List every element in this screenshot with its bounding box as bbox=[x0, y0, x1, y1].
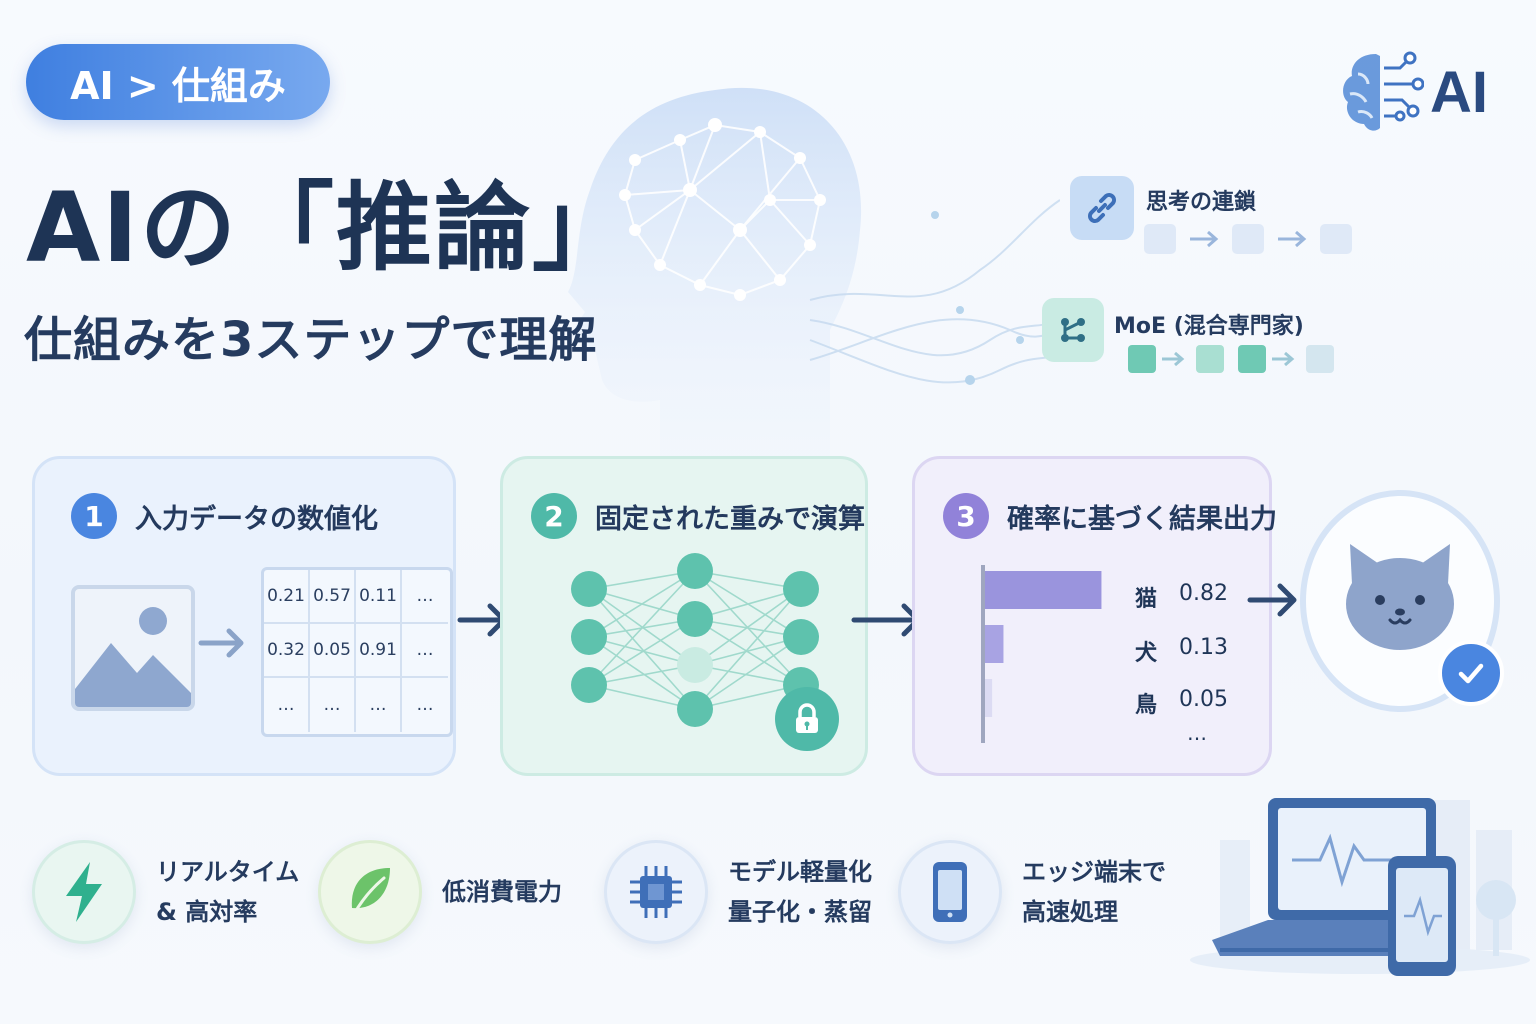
logo-text: AI bbox=[1430, 59, 1488, 125]
matrix-row: 0.32 0.05 0.91 … bbox=[264, 624, 450, 678]
technique-label: 思考の連鎖 bbox=[1146, 190, 1257, 215]
arrow-right-icon bbox=[1247, 583, 1297, 617]
matrix-cell: … bbox=[416, 695, 434, 715]
feature-model-compression: モデル軽量化 量子化・蒸留 bbox=[604, 840, 872, 944]
lightning-icon bbox=[32, 840, 136, 944]
matrix-cell: … bbox=[356, 678, 402, 732]
category-label: 鳥 bbox=[1135, 693, 1158, 718]
prob-row-bird: 鳥 0.05 bbox=[1135, 687, 1228, 719]
feature-line: 低消費電力 bbox=[442, 878, 562, 906]
technique-label: MoE (混合専門家) bbox=[1114, 314, 1304, 339]
smartphone-icon bbox=[898, 840, 1002, 944]
brain-circuit-icon bbox=[1343, 51, 1424, 131]
moe-flow-boxes bbox=[1128, 345, 1334, 373]
result-output bbox=[1300, 490, 1504, 712]
matrix-cell: 0.05 bbox=[310, 624, 356, 678]
probability-bar bbox=[985, 625, 1004, 663]
value-label: 0.05 bbox=[1179, 687, 1228, 712]
probability-bar bbox=[985, 679, 993, 717]
prob-row-cat: 猫 0.82 bbox=[1135, 581, 1228, 613]
matrix-cell: 0.57 bbox=[310, 570, 356, 624]
feature-low-power: 低消費電力 bbox=[318, 840, 562, 944]
numeric-matrix: 0.21 0.57 0.11 … 0.32 0.05 0.91 … … … … … bbox=[261, 567, 453, 737]
matrix-cell: … bbox=[264, 678, 310, 732]
probability-bar bbox=[985, 571, 1102, 609]
feature-realtime: リアルタイム & 高対率 bbox=[32, 840, 299, 944]
feature-line: & 高対率 bbox=[156, 898, 258, 926]
chain-flow-boxes bbox=[1144, 224, 1352, 254]
breadcrumb[interactable]: AI > 仕組み bbox=[26, 44, 330, 120]
value-label: 0.82 bbox=[1179, 581, 1228, 606]
feature-line: モデル軽量化 bbox=[728, 858, 872, 886]
step-card-2: 2 固定された重みで演算 bbox=[500, 456, 868, 776]
category-label: 犬 bbox=[1135, 641, 1158, 666]
feature-edge-processing: エッジ端末で 高速処理 bbox=[898, 840, 1166, 944]
matrix-cell: … bbox=[310, 678, 356, 732]
category-label: 猫 bbox=[1135, 587, 1158, 612]
feature-line: 高速処理 bbox=[1022, 898, 1118, 926]
step-card-1: 1 入力データの数値化 0.21 0.57 0.11 … 0.32 0.05 0… bbox=[32, 456, 456, 776]
step-number-badge: 3 bbox=[943, 493, 989, 539]
matrix-cell: 0.32 bbox=[264, 624, 310, 678]
step-label: 入力データの数値化 bbox=[135, 503, 378, 535]
matrix-row: … … … … bbox=[264, 678, 450, 732]
chain-link-icon bbox=[1070, 176, 1134, 240]
technique-chain-of-thought: 思考の連鎖 bbox=[1060, 176, 1380, 266]
leaf-icon bbox=[318, 840, 422, 944]
matrix-cell: … bbox=[402, 570, 448, 624]
branch-network-icon bbox=[1042, 298, 1104, 362]
ai-logo: AI bbox=[1336, 44, 1506, 140]
probability-bar-chart bbox=[981, 565, 1102, 743]
prob-row-dog: 犬 0.13 bbox=[1135, 635, 1228, 667]
page-title: AIの「推論」 bbox=[26, 172, 631, 284]
matrix-cell: 0.91 bbox=[356, 624, 402, 678]
cat-icon bbox=[1346, 544, 1454, 650]
step-number-badge: 1 bbox=[71, 493, 117, 539]
matrix-cell: … bbox=[402, 624, 448, 678]
feature-line: リアルタイム bbox=[156, 858, 300, 886]
technique-moe: MoE (混合専門家) bbox=[1040, 298, 1360, 388]
arrow-right-icon bbox=[198, 628, 244, 658]
laptop-phone-illustration bbox=[1190, 798, 1530, 976]
value-label: 0.13 bbox=[1179, 635, 1228, 660]
lock-icon bbox=[775, 687, 839, 751]
step-card-3: 3 確率に基づく結果出力 猫 0.82 犬 0.13 鳥 0.05 … bbox=[912, 456, 1277, 776]
head-silhouette-illustration bbox=[568, 87, 1060, 461]
more-indicator: … bbox=[1187, 721, 1207, 745]
neural-network-diagram bbox=[571, 553, 819, 727]
feature-line: 量子化・蒸留 bbox=[728, 898, 872, 926]
check-icon bbox=[1438, 640, 1504, 706]
feature-line: エッジ端末で bbox=[1022, 858, 1166, 886]
step-label: 確率に基づく結果出力 bbox=[1007, 503, 1277, 535]
step-label: 固定された重みで演算 bbox=[595, 503, 865, 535]
chart-axis bbox=[981, 565, 985, 743]
page-subtitle: 仕組みを3ステップで理解 bbox=[24, 312, 598, 368]
image-icon bbox=[71, 585, 195, 711]
step-number-badge: 2 bbox=[531, 493, 577, 539]
chip-icon bbox=[604, 840, 708, 944]
matrix-cell: 0.11 bbox=[356, 570, 402, 624]
matrix-row: 0.21 0.57 0.11 … bbox=[264, 570, 450, 624]
matrix-cell: 0.21 bbox=[264, 570, 310, 624]
